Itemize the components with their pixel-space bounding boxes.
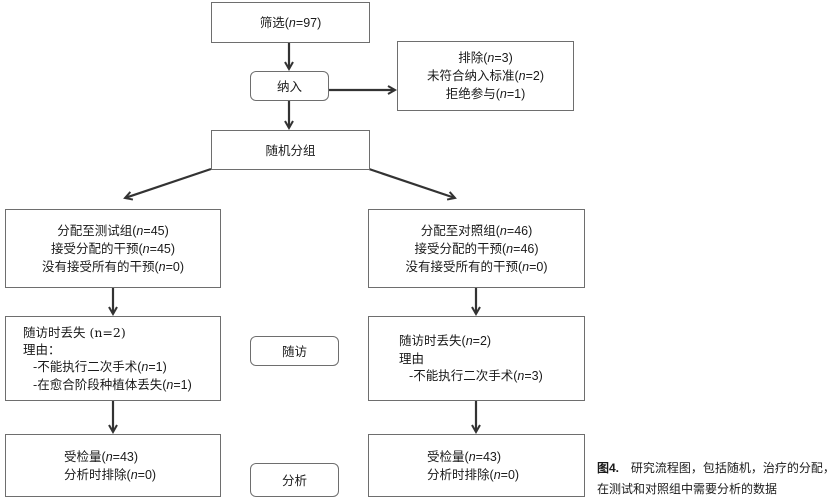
enrollment-box: 纳入 [250,71,329,101]
followup-control-reason: -不能执行二次手术(n=3) [409,368,543,383]
followup-test-box: 随访时丢失 (n=2) 理由： -不能执行二次手术(n=1) -在愈合阶段种植体… [5,316,221,401]
figure-caption-text: 研究流程图，包括随机，治疗的分配，在测试和对照组中需要分析的数据 [597,461,835,496]
analysis-stage-label: 分析 [281,472,307,488]
randomization-label: 随机分组 [265,142,316,158]
exclusion-criteria: 未符合纳入标准(n=2) [426,68,545,83]
arrow-random-to-test [125,167,212,198]
enrollment-label: 纳入 [276,78,302,94]
screening-text: 筛选(n=97) [259,14,322,30]
analysis-control-box: 受检量(n=43) 分析时排除(n=0) [368,434,585,497]
allocation-test-line: 接受分配的干预(n=45) [50,240,176,256]
screening-box: 筛选(n=97) [211,2,370,43]
allocation-test-line: 没有接受所有的干预(n=0) [41,258,185,274]
arrow-random-to-control [368,167,455,198]
randomization-box: 随机分组 [211,130,370,170]
allocation-test-line: 分配至测试组(n=45) [57,222,169,238]
allocation-control-line: 分配至对照组(n=46) [420,222,533,238]
exclusion-declined: 拒绝参与(n=1) [445,86,526,101]
followup-control-box: 随访时丢失(n=2) 理由 -不能执行二次手术(n=3) [368,316,585,401]
allocation-control-box: 分配至对照组(n=46) 接受分配的干预(n=46) 没有接受所有的干预(n=0… [368,209,585,288]
analysis-test-line: 分析时排除(n=0) [64,466,157,482]
followup-stage-box: 随访 [250,336,339,366]
analysis-test-box: 受检量(n=43) 分析时排除(n=0) [5,434,221,497]
followup-test-lost: 随访时丢失 (n=2) [23,324,126,340]
analysis-test-line: 受检量(n=43) [64,448,139,464]
followup-test-reason-label: 理由： [23,341,61,357]
followup-control-lost: 随访时丢失(n=2) [399,333,492,348]
followup-control-reason-label: 理由 [399,351,425,366]
analysis-stage-box: 分析 [250,463,339,497]
allocation-test-box: 分配至测试组(n=45) 接受分配的干预(n=45) 没有接受所有的干预(n=0… [5,209,221,288]
analysis-control-line: 受检量(n=43) [427,448,502,464]
figure-caption: 图4. 研究流程图，包括随机，治疗的分配，在测试和对照组中需要分析的数据 [597,458,837,500]
analysis-control-line: 分析时排除(n=0) [427,466,520,482]
followup-stage-label: 随访 [281,343,307,359]
allocation-control-line: 没有接受所有的干预(n=0) [405,258,548,274]
exclusion-total: 排除(n=3) [458,50,513,65]
exclusion-box: 排除(n=3) 未符合纳入标准(n=2) 拒绝参与(n=1) [397,41,574,111]
followup-test-reason: -在愈合阶段种植体丢失(n=1) [33,376,192,392]
figure-label: 图4. [597,461,620,475]
followup-test-reason: -不能执行二次手术(n=1) [33,358,167,374]
allocation-control-line: 接受分配的干预(n=46) [414,240,539,256]
